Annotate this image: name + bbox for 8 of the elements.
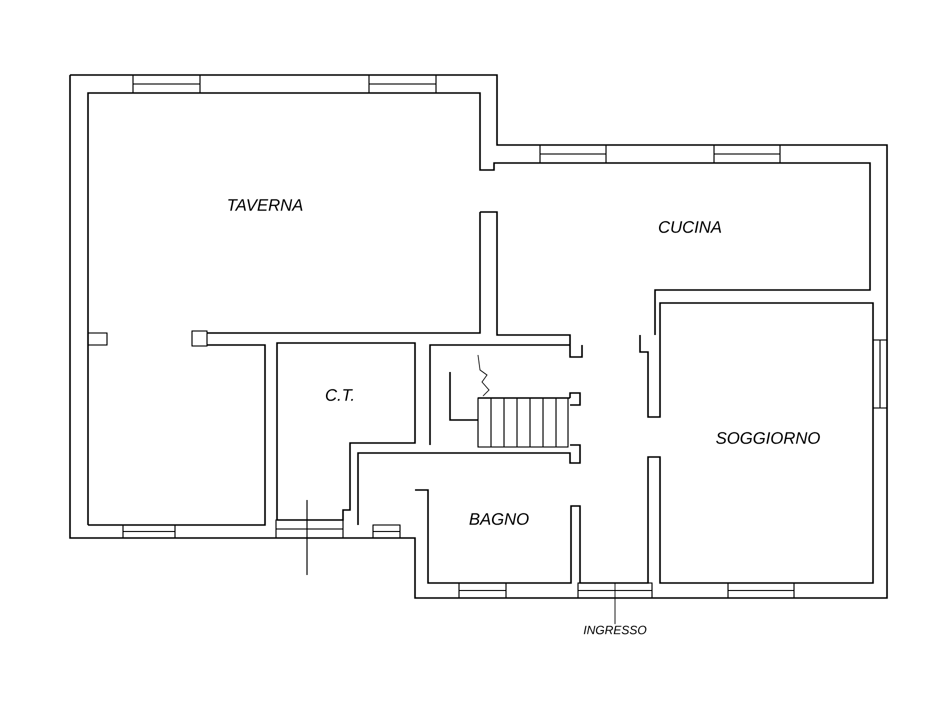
leader-line <box>614 582 616 625</box>
room-label: C.T. <box>326 389 353 401</box>
room-label: CUCINA <box>658 221 722 233</box>
room-label: BAGNO <box>469 513 529 525</box>
room-label: TAVERNA <box>228 199 302 211</box>
room-label: INGRESSO <box>584 626 646 634</box>
room-label: SOGGIORNO <box>716 432 820 444</box>
door-threshold <box>577 582 653 599</box>
